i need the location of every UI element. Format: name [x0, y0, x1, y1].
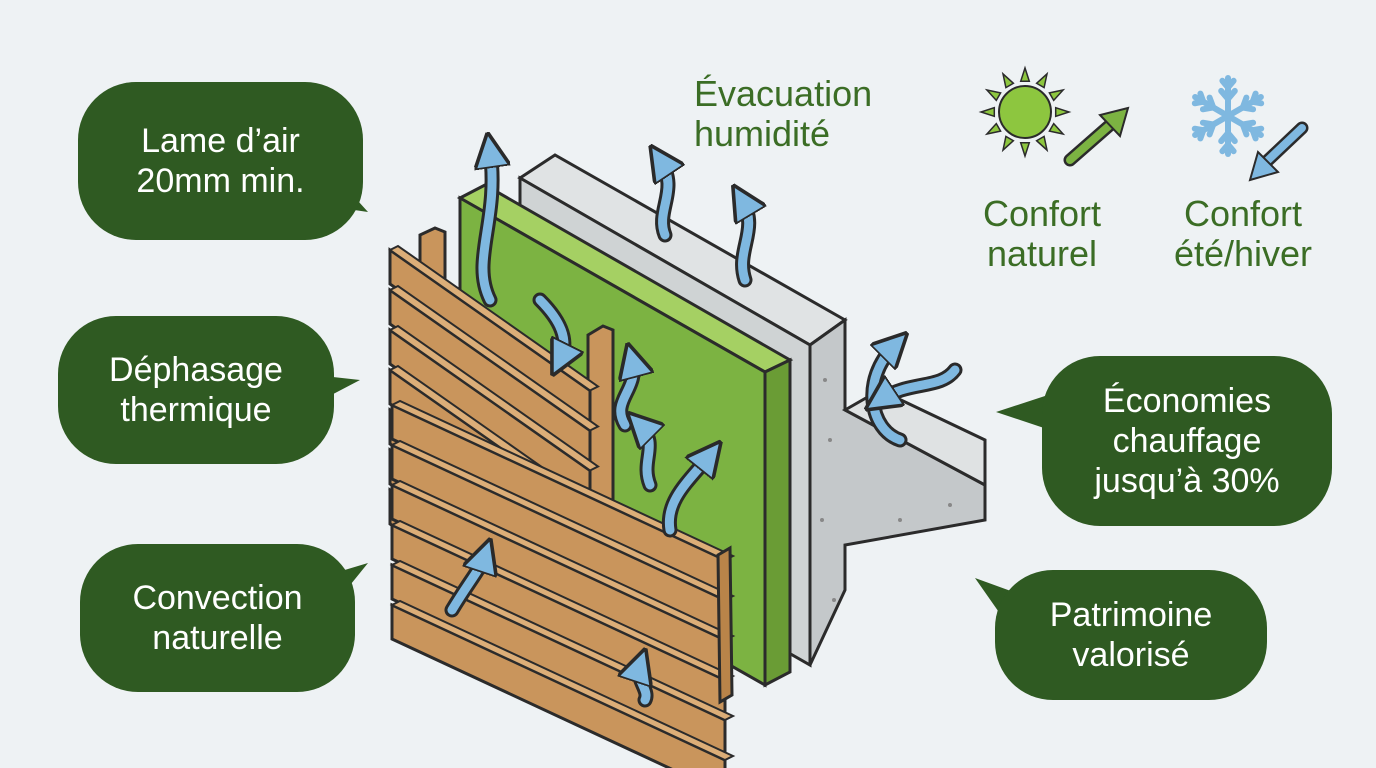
sun-icon	[978, 65, 1072, 159]
callout-line: Convection	[132, 579, 303, 617]
label-line: Évacuation	[694, 73, 873, 114]
label-comfort-season: Confort été/hiver	[1158, 194, 1328, 274]
label-comfort-natural: Confort naturel	[962, 194, 1122, 274]
callout-line: Économies	[1102, 382, 1272, 420]
snowflake-stroke	[1191, 125, 1207, 134]
label-line: humidité	[694, 113, 831, 154]
snowflake-stroke	[1249, 127, 1259, 142]
sun-ray	[1054, 106, 1072, 118]
sun-ray	[978, 106, 996, 118]
wood-board-edge	[389, 399, 736, 562]
label-line: été/hiver	[1173, 233, 1313, 274]
callout-line: thermique	[120, 391, 272, 429]
wood-board-edge	[389, 439, 736, 602]
snowflake-stroke	[1225, 87, 1238, 102]
air-flow-arrows	[444, 150, 963, 708]
callout-line: 20mm min.	[136, 162, 305, 200]
snowflake-icon	[1191, 75, 1265, 157]
snowflake-stroke	[1199, 119, 1217, 128]
label-moisture-evacuation: Évacuation humidité	[694, 74, 872, 154]
snowflake-stroke	[1218, 130, 1231, 145]
callout-line: Déphasage	[109, 351, 283, 389]
callout-line: naturelle	[152, 619, 283, 657]
wood-board-edge	[389, 599, 736, 762]
arrow-up-right-icon	[1063, 106, 1130, 167]
snowflake-stroke	[1249, 98, 1265, 107]
sun-ray	[1019, 141, 1031, 159]
wood-board-edge	[388, 284, 600, 432]
wood-board-edge	[388, 324, 600, 472]
callout-convection: Convection naturelle	[80, 544, 355, 692]
label-line: naturel	[986, 233, 1098, 274]
snowflake-stroke	[1206, 94, 1217, 111]
callout-line: chauffage	[1112, 422, 1262, 460]
snowflake-stroke	[1197, 90, 1207, 105]
callout-line: Patrimoine	[1049, 596, 1213, 634]
wood-batten-edge	[716, 545, 734, 705]
label-line: Confort	[982, 193, 1102, 234]
callout-line: valorisé	[1072, 636, 1190, 674]
label-line: Confort	[1183, 193, 1303, 234]
snowflake-stroke	[1225, 77, 1237, 91]
sun-ray	[984, 88, 1002, 102]
arrow-down-left-icon	[1248, 121, 1309, 182]
sun-ray	[984, 122, 1002, 136]
sun-ray	[1001, 71, 1015, 89]
callout-line: jusqu’à 30%	[1094, 462, 1280, 500]
sun-ray	[1048, 88, 1066, 102]
sun-ray	[1001, 135, 1015, 153]
sun-ray	[1035, 71, 1049, 89]
wood-board-edge	[389, 479, 736, 642]
snowflake-stroke	[1239, 104, 1257, 113]
snowflake-stroke	[1239, 121, 1250, 138]
callout-thermal-lag: Déphasage thermique	[58, 316, 334, 464]
sun-ray	[1019, 65, 1031, 83]
callout-air-gap: Lame d’air 20mm min.	[78, 82, 363, 240]
snowflake-stroke	[1219, 141, 1231, 155]
callout-line: Lame d’air	[141, 122, 300, 160]
sun-ray	[1035, 135, 1049, 153]
callout-savings: Économies chauffage jusqu’à 30%	[1042, 356, 1332, 526]
callout-heritage: Patrimoine valorisé	[995, 570, 1267, 700]
wood-board-edge	[388, 244, 600, 392]
sun-ray	[1048, 122, 1066, 136]
